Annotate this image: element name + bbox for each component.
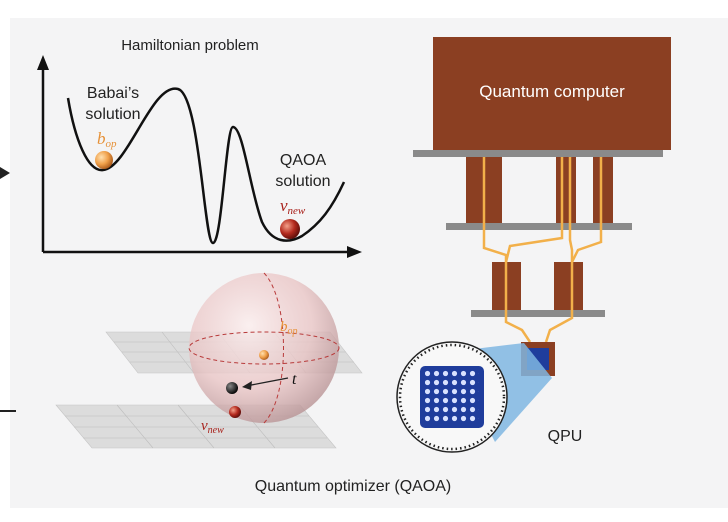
sphere-meridian xyxy=(263,272,284,424)
arrow-right-icon xyxy=(0,167,10,179)
v-new-sub: new xyxy=(288,205,306,217)
energy-landscape-curve xyxy=(66,87,346,245)
sphere-equator xyxy=(188,331,340,365)
middle-plate xyxy=(446,223,632,230)
v-new-ball xyxy=(280,219,300,239)
sphere-v-new-label: vnew xyxy=(201,418,224,436)
sphere-b-op-label: bop xyxy=(280,319,298,337)
babai-label-line2: solution xyxy=(85,106,140,123)
x-axis-arrow-icon xyxy=(347,246,362,258)
hamiltonian-title: Hamiltonian problem xyxy=(121,37,259,54)
optimizer-sphere xyxy=(55,272,363,449)
optimizer-caption: Quantum optimizer (QAOA) xyxy=(255,478,452,495)
b-op-ball xyxy=(95,151,113,169)
qaoa-label-line2: solution xyxy=(275,173,330,190)
sphere-t-label: t xyxy=(292,371,297,388)
v-new-label: vnew xyxy=(280,196,306,217)
b-op-sub: op xyxy=(106,138,118,150)
v-new-main: v xyxy=(280,196,288,215)
qaoa-label-line1: QAOA xyxy=(280,152,327,169)
b-op-label: bop xyxy=(97,129,117,150)
bottom-plate xyxy=(471,310,605,317)
control-wires xyxy=(482,157,603,343)
t-pointer-line xyxy=(245,377,289,387)
sphere-b-op-main: b xyxy=(280,319,288,335)
bloch-sphere xyxy=(189,273,339,423)
t-arrow-icon xyxy=(242,381,252,390)
b-op-main: b xyxy=(97,129,106,148)
top-plate xyxy=(413,150,663,157)
pin-ring xyxy=(398,343,506,451)
sphere-t-ball xyxy=(226,382,238,394)
sphere-v-new-sub: new xyxy=(208,425,224,436)
stage1-block-mid xyxy=(556,157,576,223)
sphere-b-op-ball xyxy=(259,350,269,360)
babai-label-line1: Babai’s xyxy=(87,85,139,102)
qubit-grid xyxy=(425,370,479,424)
sphere-v-new-ball xyxy=(229,406,241,418)
quantum-computer-label: Quantum computer xyxy=(479,82,625,101)
qpu-label: QPU xyxy=(548,428,583,445)
qpu-magnifier xyxy=(396,341,552,453)
sphere-v-new-main: v xyxy=(201,418,208,434)
stage2-block-right xyxy=(554,262,583,310)
quantum-computer xyxy=(413,37,671,376)
stage1-block-right xyxy=(593,157,613,223)
y-axis-arrow-icon xyxy=(37,55,49,70)
hamiltonian-plot xyxy=(37,55,362,258)
computer-body xyxy=(433,37,671,150)
sphere-b-op-sub: op xyxy=(288,326,298,337)
